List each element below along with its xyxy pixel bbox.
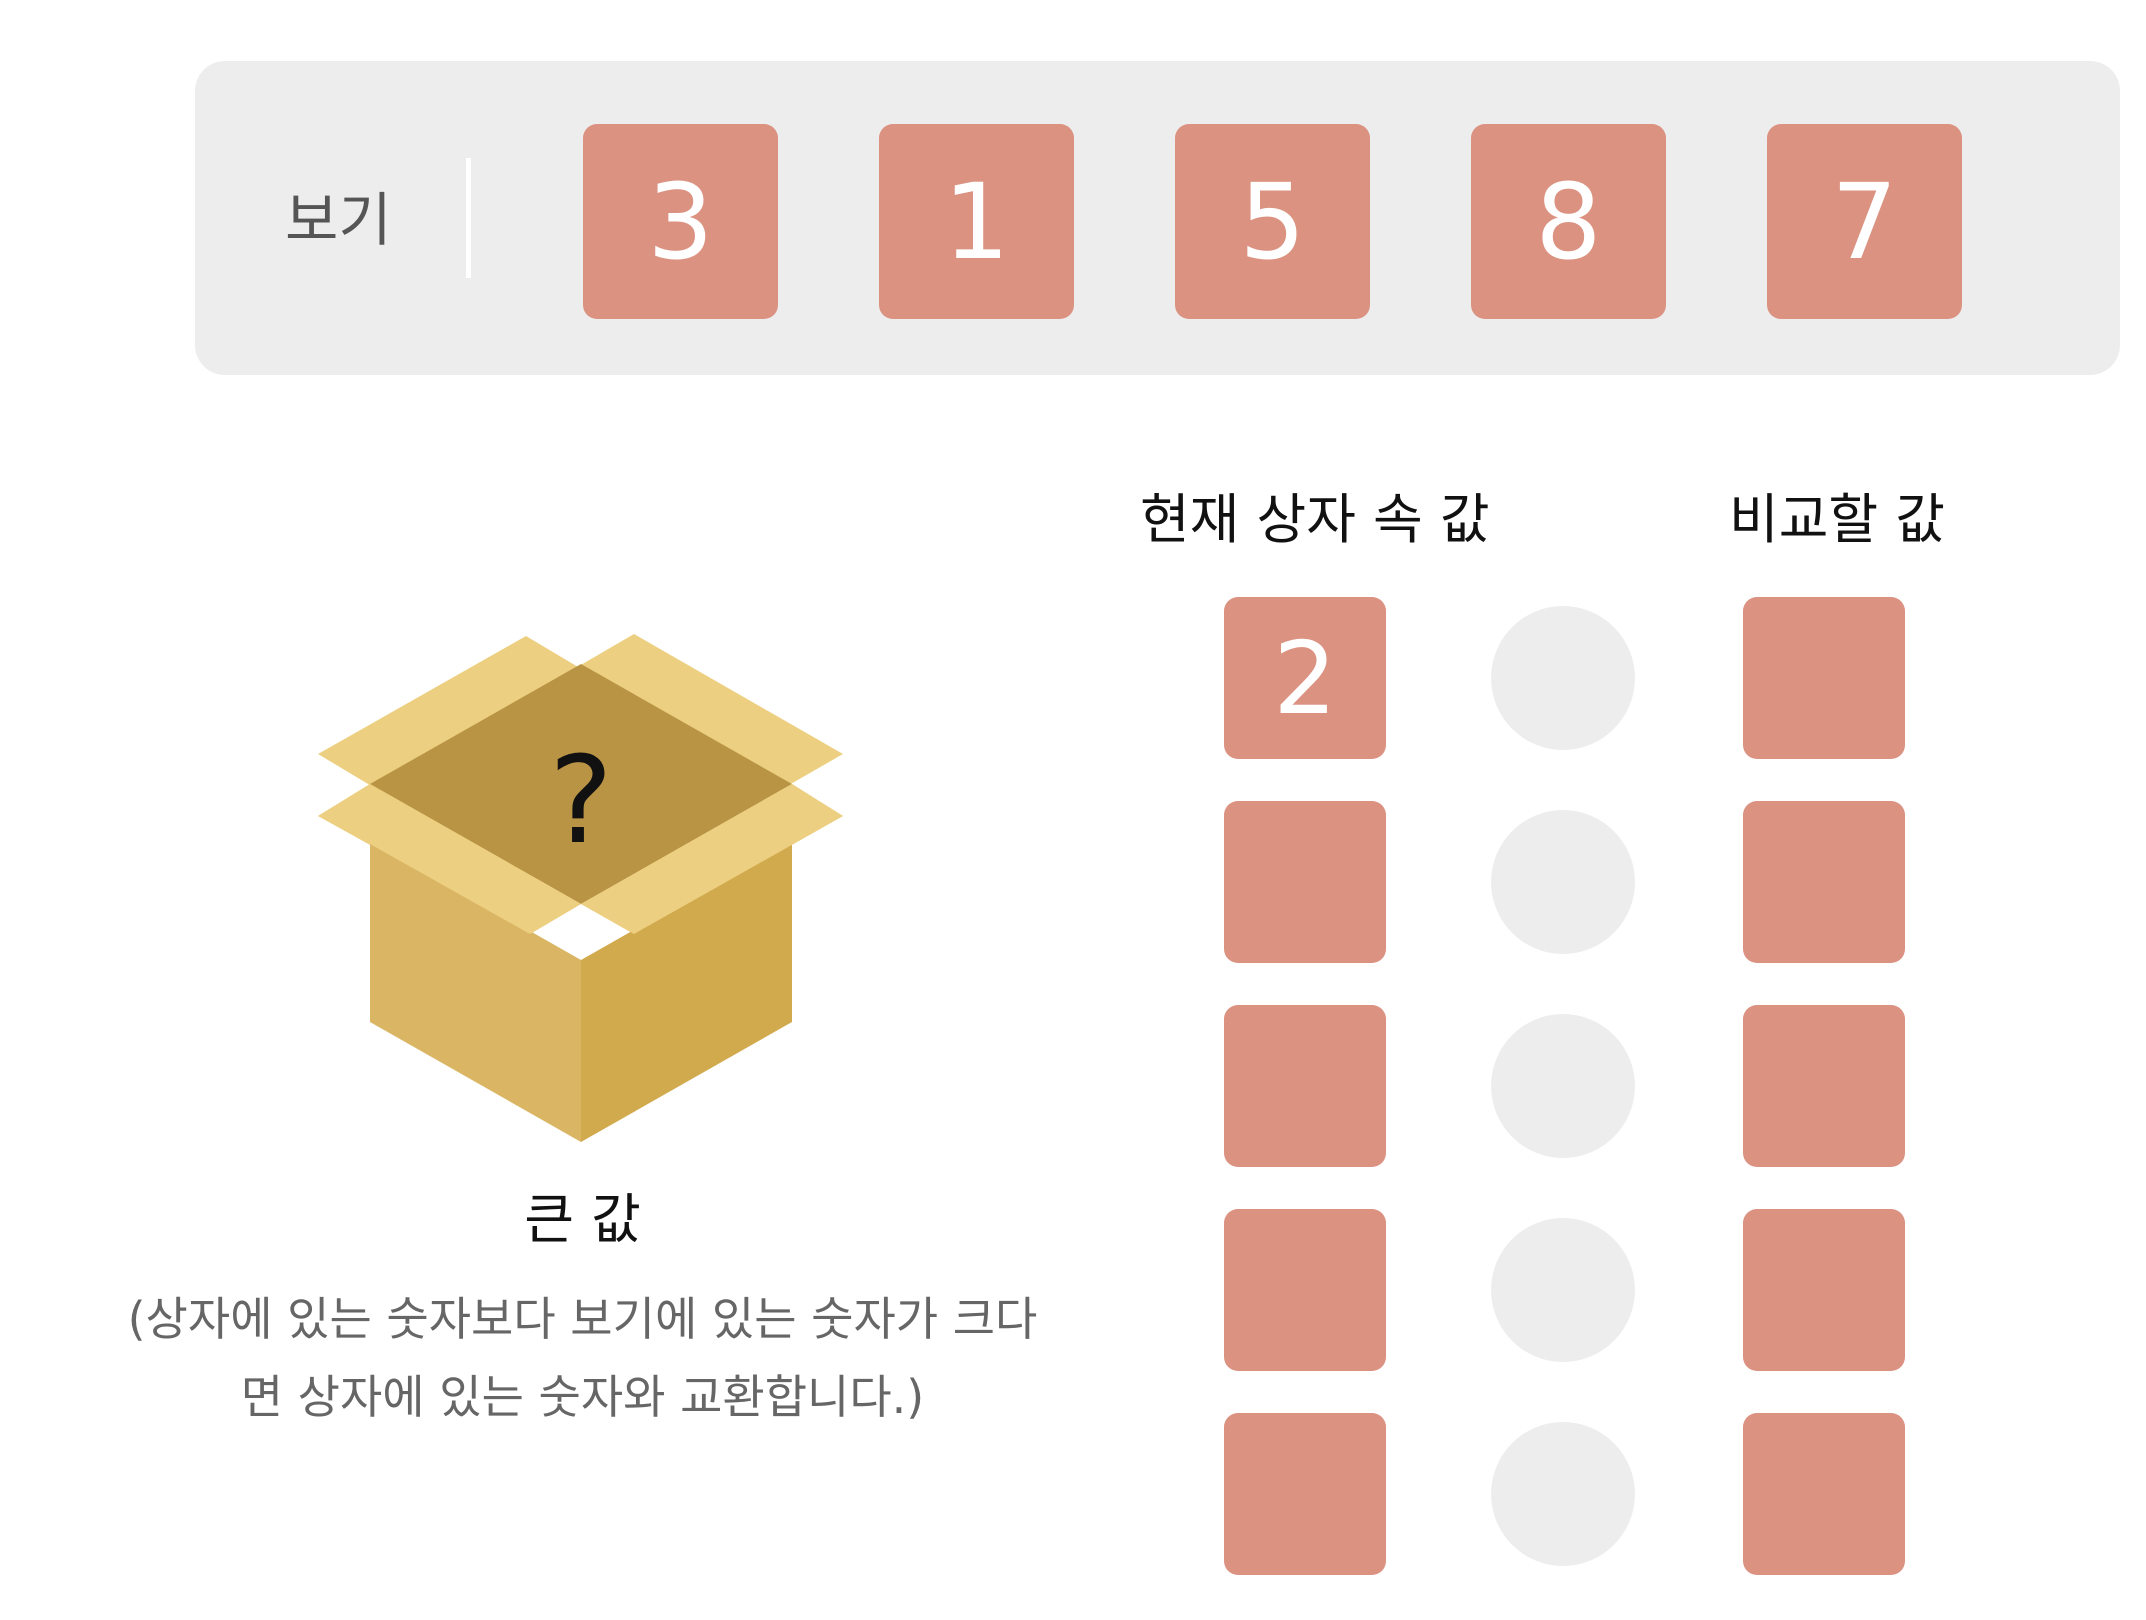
option-tile: 5 bbox=[1175, 124, 1370, 319]
options-divider bbox=[466, 158, 471, 278]
comparison-circle bbox=[1491, 810, 1635, 954]
box-left-face bbox=[370, 840, 581, 1142]
box-front-left-flap-overlay bbox=[318, 784, 581, 934]
current-value-cell bbox=[1224, 1413, 1386, 1575]
current-value-cell bbox=[1224, 1209, 1386, 1371]
compare-value-header: 비교할 값 bbox=[1729, 488, 1945, 551]
compare-value-cell bbox=[1743, 597, 1905, 759]
box-right-face bbox=[581, 840, 792, 1142]
option-tile: 8 bbox=[1471, 124, 1666, 319]
box-illustration: ? bbox=[318, 634, 843, 1142]
compare-value-cell bbox=[1743, 801, 1905, 963]
current-value-cell bbox=[1224, 801, 1386, 963]
current-value-header: 현재 상자 속 값 bbox=[1140, 488, 1490, 551]
compare-value-cell bbox=[1743, 1209, 1905, 1371]
current-value-cell bbox=[1224, 1005, 1386, 1167]
question-mark: ? bbox=[549, 732, 613, 871]
box-front-right-flap-overlay bbox=[581, 784, 843, 934]
current-value-cell: 2 bbox=[1224, 597, 1386, 759]
box-title: 큰 값 bbox=[524, 1188, 641, 1251]
compare-value-cell bbox=[1743, 1413, 1905, 1575]
comparison-circle bbox=[1491, 1422, 1635, 1566]
options-label: 보기 bbox=[285, 186, 392, 254]
option-tile: 7 bbox=[1767, 124, 1962, 319]
comparison-circle bbox=[1491, 1218, 1635, 1362]
option-tile: 3 bbox=[583, 124, 778, 319]
comparison-circle bbox=[1491, 1014, 1635, 1158]
compare-value-cell bbox=[1743, 1005, 1905, 1167]
option-tile: 1 bbox=[879, 124, 1074, 319]
comparison-circle bbox=[1491, 606, 1635, 750]
box-description: (상자에 있는 숫자보다 보기에 있는 숫자가 크다면 상자에 있는 숫자와 교… bbox=[127, 1292, 1038, 1424]
